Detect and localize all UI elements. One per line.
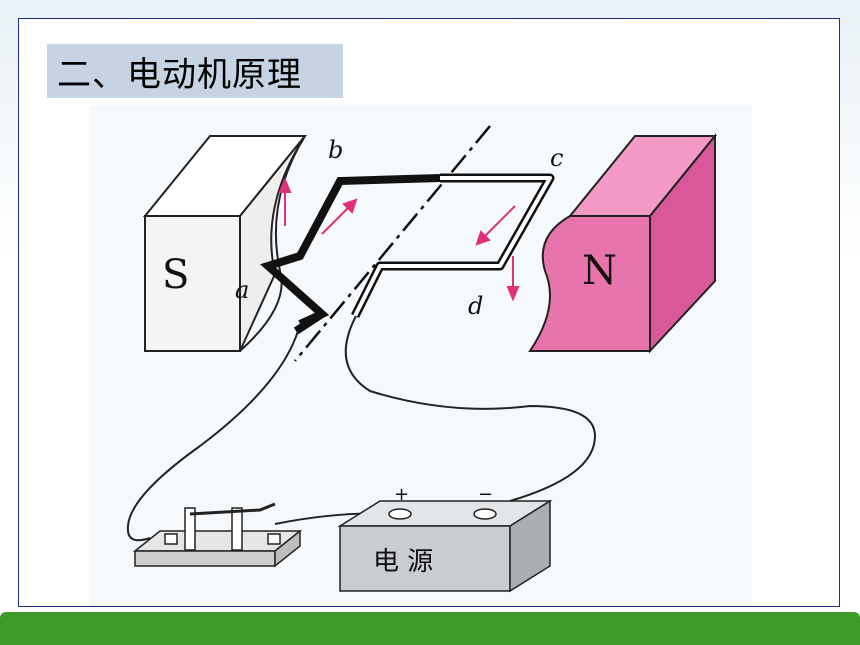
knife-switch[interactable] [132,502,303,568]
wire-right [344,315,597,502]
coil-side-cd-inner [353,176,552,317]
negative-terminal [473,508,497,520]
n-magnet: N [528,133,718,354]
force-arrow-down-head [506,286,520,302]
motor-principle-diagram: S N b c a d [90,106,752,606]
minus-label: − [478,484,493,505]
current-arrow-cd-head [475,230,491,246]
plus-label: + [394,484,409,505]
current-arrow-ab-head [342,198,358,214]
label-a: a [235,276,249,304]
power-source: + − 电 源 [337,484,553,593]
bottom-accent-bar [0,612,860,645]
slide-title: 二、电动机原理 [47,44,343,98]
label-b: b [328,136,343,164]
arrows [278,177,520,302]
current-arrow-cd [482,205,516,239]
force-arrow-up-head [278,177,292,193]
s-pole-label: S [162,252,189,298]
n-pole-label: N [582,248,617,294]
label-d: d [468,292,483,320]
coil-lead-a [293,310,325,335]
label-c: c [550,144,563,172]
source-label: 电 源 [373,547,433,577]
current-arrow-ab [321,205,351,235]
rotation-axis [294,125,491,362]
wire-left [126,330,299,542]
positive-terminal [388,508,412,520]
